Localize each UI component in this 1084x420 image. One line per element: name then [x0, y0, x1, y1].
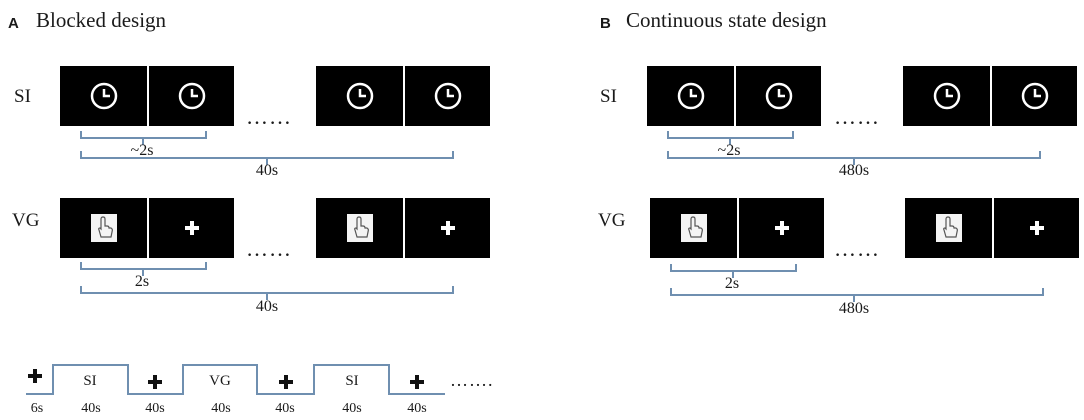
panel-b-si-ellipsis: ……	[834, 104, 880, 129]
clock-icon	[60, 66, 147, 126]
panel-a-vg-inner-label: 2s	[134, 273, 150, 290]
panel-a-vg-screen-left	[60, 198, 234, 258]
clock-icon	[149, 66, 234, 126]
screen-divider	[403, 198, 405, 258]
panel-b-si-label: SI	[600, 86, 617, 107]
screen-divider	[990, 66, 992, 126]
panel-a-si-screen-left	[60, 66, 234, 126]
timeline-fixation-cross-icon	[279, 375, 299, 389]
timeline-duration: 40s	[81, 401, 101, 416]
screen-divider	[734, 66, 736, 126]
screen-divider	[737, 198, 739, 258]
clock-icon	[736, 66, 821, 126]
timeline-fixation-cross-icon	[410, 375, 430, 389]
panel-b-vg-label: VG	[598, 210, 626, 231]
fixation-cross-icon	[405, 198, 490, 258]
timeline-duration: 6s	[30, 401, 44, 416]
panel-b-vg-inner-label: 2s	[724, 275, 740, 292]
panel-b-vg-screen-right	[905, 198, 1079, 258]
clock-icon	[992, 66, 1077, 126]
panel-b-letter: B	[600, 15, 611, 32]
panel-a-vg-outer-label: 40s	[255, 298, 279, 315]
screen-divider	[147, 198, 149, 258]
fixation-cross-icon	[149, 198, 234, 258]
screen-divider	[147, 66, 149, 126]
panel-b-si-inner-label: ~2s	[717, 142, 741, 159]
panel-b-vg-outer-label: 480s	[838, 300, 870, 317]
panel-b-si-screen-right	[903, 66, 1077, 126]
timeline-waveform	[26, 364, 445, 395]
fixation-cross-icon	[739, 198, 824, 258]
panel-b-si-outer-label: 480s	[838, 162, 870, 179]
panel-a-vg-screen-right	[316, 198, 490, 258]
screen-divider	[403, 66, 405, 126]
panel-a-vg-label: VG	[12, 210, 40, 231]
panel-b-si-screen-left	[647, 66, 821, 126]
timeline-duration: 40s	[275, 401, 295, 416]
panel-a-si-screen-right	[316, 66, 490, 126]
clock-icon	[647, 66, 734, 126]
timeline-duration: 40s	[342, 401, 362, 416]
panel-b-title: Continuous state design	[626, 8, 827, 32]
timeline-ellipsis: …….	[450, 370, 494, 390]
clock-icon	[405, 66, 490, 126]
panel-a-title: Blocked design	[36, 8, 167, 32]
panel-a-letter: A	[8, 15, 19, 32]
hand-pointer-icon	[316, 198, 403, 258]
panel-b-vg-screen-left	[650, 198, 824, 258]
timeline-duration: 40s	[407, 401, 427, 416]
panel-a-vg-ellipsis: ……	[246, 236, 292, 261]
panel-a-si-label: SI	[14, 86, 31, 107]
timeline-segment-label: VG	[209, 373, 231, 389]
panel-a-si-inner-label: ~2s	[130, 142, 154, 159]
timeline-fixation-cross-icon	[28, 369, 48, 383]
clock-icon	[903, 66, 990, 126]
hand-pointer-icon	[60, 198, 147, 258]
panel-b-vg-ellipsis: ……	[834, 236, 880, 261]
screen-divider	[992, 198, 994, 258]
timeline-fixation-cross-icon	[148, 375, 168, 389]
panel-a-si-outer-label: 40s	[255, 162, 279, 179]
panel-a-si-ellipsis: ……	[246, 104, 292, 129]
timeline-duration: 40s	[211, 401, 231, 416]
hand-pointer-icon	[650, 198, 737, 258]
timeline-segment-label: SI	[345, 373, 359, 389]
fixation-cross-icon	[994, 198, 1079, 258]
hand-pointer-icon	[905, 198, 992, 258]
timeline-segment-label: SI	[83, 373, 97, 389]
timeline-duration: 40s	[145, 401, 165, 416]
clock-icon	[316, 66, 403, 126]
